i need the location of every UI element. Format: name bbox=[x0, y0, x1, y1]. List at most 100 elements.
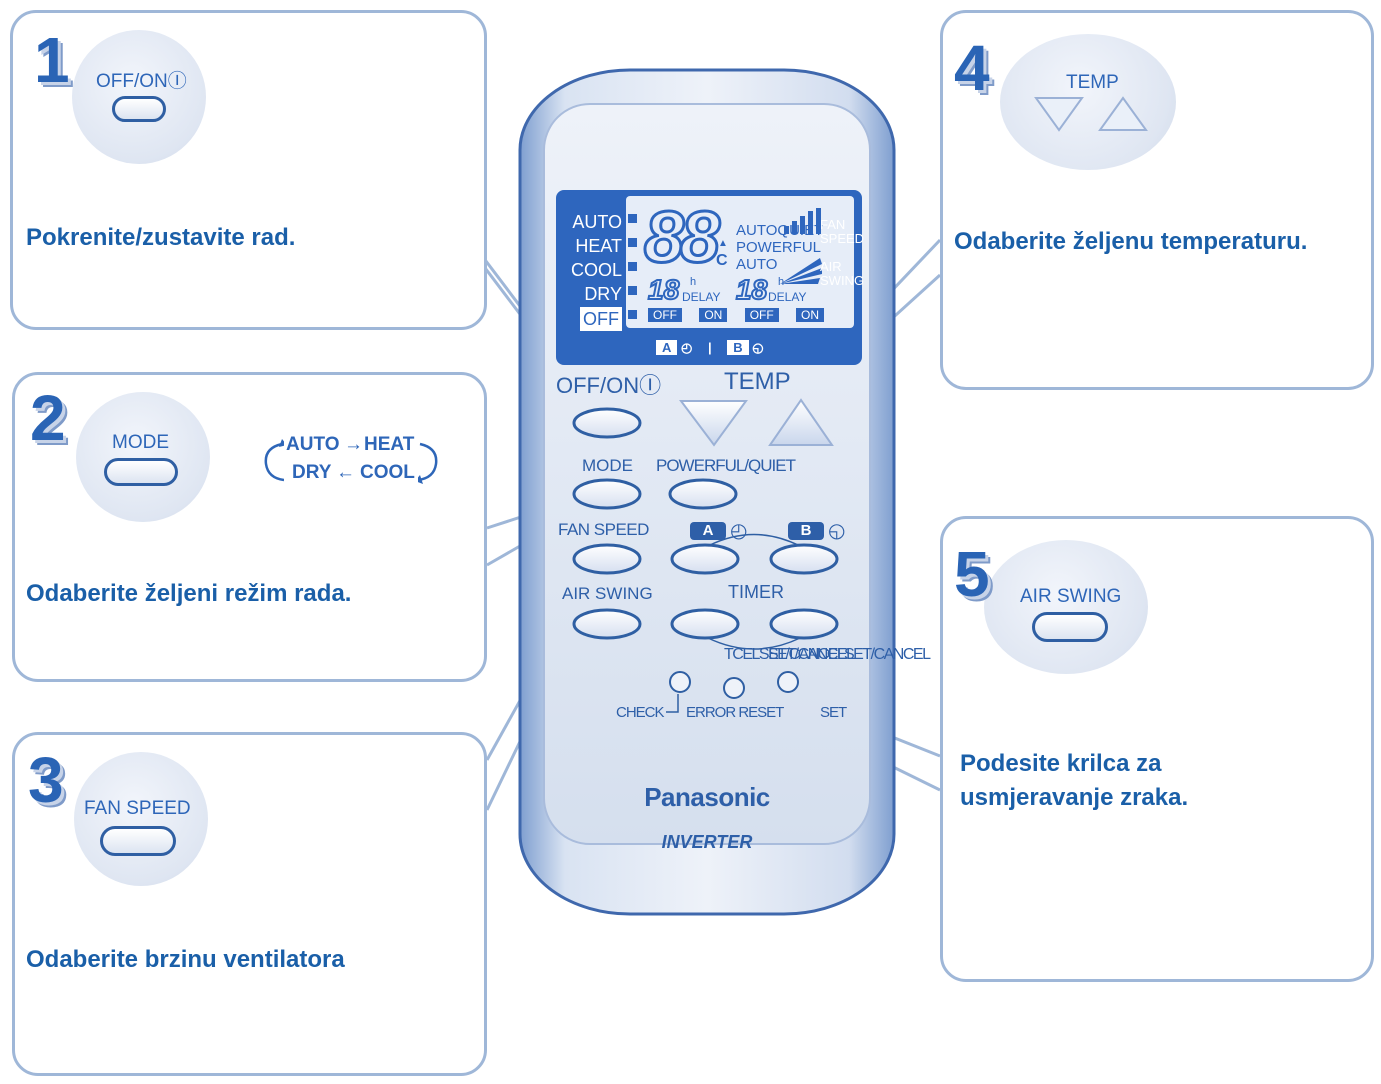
mode-cycle-diagram: AUTO → HEAT DRY ← COOL bbox=[258, 430, 448, 490]
lcd-fan-speed-label: FAN SPEED bbox=[820, 217, 865, 246]
lcd-indicator-squares bbox=[628, 214, 638, 319]
step-4-temp-up-button[interactable] bbox=[1098, 96, 1148, 132]
lcd-mode-off: OFF bbox=[580, 307, 622, 331]
remote-timer-a-on-button[interactable] bbox=[672, 545, 738, 573]
remote-temp-up-button[interactable] bbox=[770, 400, 832, 445]
step-4-temp-down-button[interactable] bbox=[1034, 96, 1084, 132]
lcd-timer-a: A bbox=[656, 340, 678, 355]
lcd-temp-unit: C bbox=[716, 252, 728, 269]
remote-set-cancel-scrambled-label: TCELSET/CANCEL bbox=[724, 646, 846, 663]
step-5-button-label: AIR SWING bbox=[1020, 586, 1122, 607]
remote-timer-b-off-button[interactable] bbox=[771, 610, 837, 638]
remote-timer-b-clock-icon: ◵ bbox=[828, 520, 846, 542]
step-3-bubble bbox=[74, 752, 208, 886]
remote-timer-b-on-button[interactable] bbox=[771, 545, 837, 573]
step-3-number: 3 bbox=[28, 744, 64, 816]
remote-set-label: SET bbox=[820, 704, 847, 721]
remote-inverter-logo: INVERTER bbox=[661, 832, 753, 852]
cycle-dry: DRY bbox=[292, 462, 332, 483]
remote-temp-label: TEMP bbox=[724, 368, 791, 395]
lcd-timer-b-unit: h bbox=[778, 276, 785, 288]
lcd-mode-cool: COOL bbox=[570, 260, 622, 280]
cycle-loop-left-icon bbox=[264, 439, 284, 482]
lcd-timer-a-delay: DELAY bbox=[682, 290, 721, 304]
step-5-bubble bbox=[984, 540, 1148, 674]
lcd-mode-list: AUTO HEAT COOL DRY OFF bbox=[566, 210, 622, 331]
remote-offon-label: OFF/ONⒾ bbox=[556, 373, 662, 398]
step-4-instruction: Odaberite željenu temperaturu. bbox=[954, 228, 1308, 255]
lcd-mode-heat: HEAT bbox=[575, 236, 622, 256]
step-2-button-label: MODE bbox=[112, 432, 169, 453]
lcd-b-off: OFF bbox=[744, 308, 779, 322]
step-4-bubble bbox=[1000, 34, 1176, 170]
step-1-button-label: OFF/ONⒾ bbox=[96, 71, 187, 92]
lcd-clock-b-icon: ◵ bbox=[752, 340, 764, 355]
step-1-offon-button[interactable] bbox=[112, 96, 166, 122]
step-1-instruction: Pokrenite/zustavite rad. bbox=[26, 224, 296, 251]
lcd-fan-bars-icon bbox=[784, 208, 821, 234]
lcd-timer-b: B bbox=[727, 340, 749, 355]
cycle-cool: COOL bbox=[360, 462, 415, 483]
step-1-panel bbox=[10, 10, 487, 330]
step-3-instruction: Odaberite brzinu ventilatora bbox=[26, 946, 345, 973]
remote-mode-button[interactable] bbox=[574, 480, 640, 508]
remote-timer-b-badge: B bbox=[788, 522, 824, 540]
lcd-b-on: ON bbox=[796, 308, 825, 322]
remote-control: AUTO HEAT COOL DRY OFF 88 ▲ C AUTOQUIET … bbox=[518, 68, 1089, 916]
remote-set-button[interactable] bbox=[778, 672, 798, 692]
step-2-mode-button[interactable] bbox=[104, 458, 178, 486]
cycle-arrow-right-icon: → bbox=[344, 434, 363, 455]
cycle-heat: HEAT bbox=[364, 434, 415, 455]
remote-fan-speed-label: FAN SPEED bbox=[558, 520, 649, 539]
lcd-timer-a-unit: h bbox=[690, 276, 697, 288]
step-5-air-swing-button[interactable] bbox=[1032, 612, 1108, 642]
lcd-air-swing-label: AIR SWING bbox=[820, 259, 865, 288]
remote-check-button[interactable] bbox=[670, 672, 690, 692]
step-5-instruction-line-2: usmjeravanje zraka. bbox=[960, 784, 1189, 811]
remote-offon-button[interactable] bbox=[574, 409, 640, 437]
step-2-number: 2 bbox=[30, 382, 66, 454]
step-1-number: 1 bbox=[34, 24, 70, 96]
step-2-panel bbox=[12, 372, 487, 682]
remote-powerful-quiet-label: POWERFUL/QUIET bbox=[656, 456, 796, 475]
remote-brand-logo: Panasonic bbox=[644, 782, 770, 812]
lcd-swing-fan-icon bbox=[780, 258, 822, 284]
remote-timer-label: TIMER bbox=[728, 582, 784, 602]
lcd-timer-a-digits: 18 bbox=[647, 273, 680, 306]
lcd-off-on-row: OFF ON OFF ON bbox=[648, 308, 825, 322]
remote-body bbox=[518, 68, 896, 916]
lcd-a-on: ON bbox=[699, 308, 728, 322]
cycle-arrow-left-icon: ← bbox=[336, 462, 355, 483]
cycle-loop-right-icon bbox=[418, 442, 438, 484]
lcd-clock-a-icon: ◴ bbox=[681, 340, 693, 355]
remote-temp-down-button[interactable] bbox=[681, 401, 746, 445]
remote-set-cancel-label: SET/CANCEL bbox=[768, 646, 855, 663]
remote-set-cancel-label-2: SET/CANCEL bbox=[844, 646, 931, 663]
lcd-timer-ab-row: A ◴ | B ◵ bbox=[656, 340, 764, 356]
lcd-timer-b-delay: DELAY bbox=[768, 290, 807, 304]
lcd-mode-auto: AUTO bbox=[572, 212, 622, 232]
remote-timer-a-clock-icon: ◴ bbox=[730, 520, 748, 542]
remote-powerful-quiet-button[interactable] bbox=[670, 480, 736, 508]
remote-timer-a-off-button[interactable] bbox=[672, 610, 738, 638]
lcd-temp-arrow: ▲ bbox=[718, 238, 728, 249]
remote-error-reset-button[interactable] bbox=[724, 678, 744, 698]
step-2-bubble bbox=[76, 392, 210, 522]
lcd-fan-auto: AUTO bbox=[736, 222, 778, 239]
step-3-fan-speed-button[interactable] bbox=[100, 826, 176, 856]
step-5-number: 5 bbox=[954, 538, 990, 610]
remote-air-swing-button[interactable] bbox=[574, 610, 640, 638]
step-2-instruction: Odaberite željeni režim rada. bbox=[26, 580, 352, 607]
remote-air-swing-label: AIR SWING bbox=[562, 584, 653, 603]
remote-mode-label: MODE bbox=[582, 456, 633, 475]
step-3-button-label: FAN SPEED bbox=[84, 798, 191, 819]
step-4-button-label: TEMP bbox=[1066, 72, 1119, 93]
remote-fan-speed-button[interactable] bbox=[574, 545, 640, 573]
lcd-fan-powerful: POWERFUL bbox=[736, 239, 822, 256]
lcd-temp-digits: 88 bbox=[642, 197, 721, 280]
lcd-mode-dry: DRY bbox=[584, 284, 622, 304]
remote-error-reset-label: ERROR RESET bbox=[686, 704, 784, 721]
cycle-auto: AUTO bbox=[286, 434, 340, 455]
remote-timer-a-badge: A bbox=[690, 522, 726, 540]
step-5-instruction-line-1: Podesite krilca za bbox=[960, 750, 1162, 777]
